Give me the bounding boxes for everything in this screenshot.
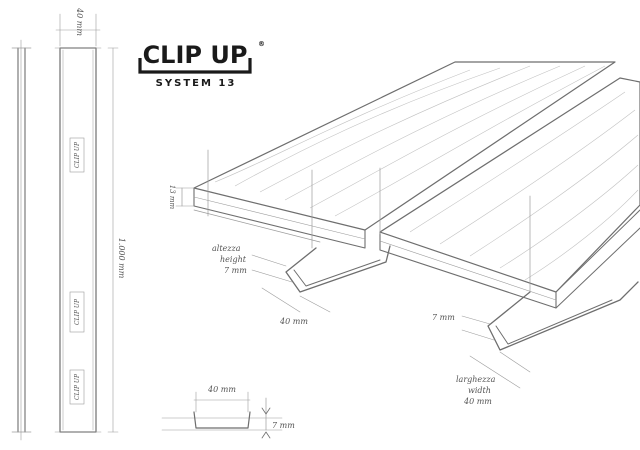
length-dimension: 1.000 mm	[107, 47, 126, 433]
height-label-en: height	[220, 255, 247, 264]
clip-right	[487, 281, 639, 351]
front-profile-strip: CLIP UP CLIP UP CLIP UP 40 mm	[54, 7, 102, 433]
thickness-label: 13 mm	[168, 185, 176, 210]
brand-logo: CLIP UP ® SYSTEM 13	[138, 40, 265, 89]
logo-registered-mark: ®	[258, 40, 265, 48]
decking-boards	[193, 61, 640, 309]
width-label-value: 40 mm	[463, 397, 492, 406]
joint-arrows	[207, 149, 531, 293]
width-label-it: larghezza	[456, 375, 496, 384]
length-label: 1.000 mm	[117, 238, 126, 279]
svg-text:CLIP UP: CLIP UP	[74, 373, 81, 400]
logo-bracket-icon	[138, 58, 252, 74]
width-annotation: larghezza width 40 mm	[456, 351, 531, 406]
cross-section: 40 mm 7 mm	[161, 385, 295, 439]
width-label-en: width	[468, 386, 491, 395]
clip-left	[285, 245, 391, 293]
strip-mark-bottom: CLIP UP	[69, 369, 85, 405]
strip-mark-middle: CLIP UP	[69, 291, 85, 333]
right-height-label: 7 mm	[432, 313, 455, 322]
height-label-value: 7 mm	[224, 266, 247, 275]
height-label-it: altezza	[212, 244, 241, 253]
clip-width-front-label: 40 mm	[279, 317, 308, 326]
strip-mark-top: CLIP UP	[69, 137, 85, 173]
logo-title: CLIP UP	[143, 41, 248, 69]
svg-text:CLIP UP: CLIP UP	[74, 298, 81, 325]
right-height-annotation: 7 mm	[432, 313, 495, 341]
svg-text:CLIP UP: CLIP UP	[74, 141, 81, 168]
section-height-label: 7 mm	[272, 421, 295, 430]
height-annotation: altezza height 7 mm	[212, 244, 293, 283]
side-profile-strip	[11, 39, 32, 441]
strip-width-label: 40 mm	[75, 7, 84, 36]
section-width-label: 40 mm	[207, 385, 236, 394]
thickness-dimension: 13 mm	[168, 185, 195, 210]
logo-subtitle: SYSTEM 13	[156, 78, 237, 89]
clip-width-front: 40 mm	[261, 287, 331, 326]
wood-grain	[214, 65, 639, 281]
